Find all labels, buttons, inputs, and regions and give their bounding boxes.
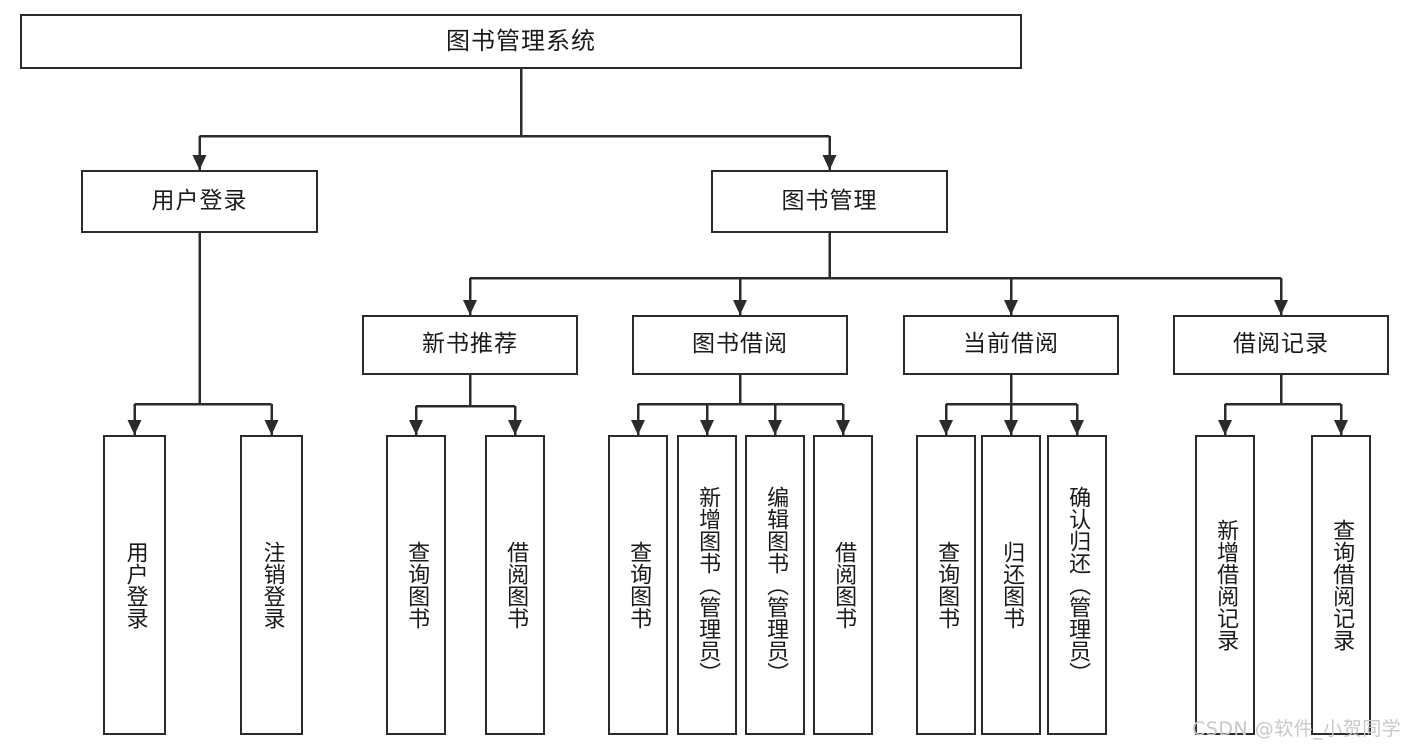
node-leaf-query-book-recommend[interactable]: 查询图书 (386, 435, 446, 735)
node-label: 借阅记录 (1233, 331, 1329, 358)
node-label: 查询图书 (404, 541, 430, 629)
arrowhead (836, 420, 850, 435)
node-label: 用户登录 (122, 541, 148, 629)
arrowhead (1274, 300, 1288, 315)
node-label: 用户登录 (151, 187, 248, 214)
node-label: 当前借阅 (963, 331, 1059, 358)
node-label: 编辑图书（管理员） (763, 486, 789, 684)
node-label: 新增借阅记录 (1213, 519, 1239, 651)
node-new-book-recommend[interactable]: 新书推荐 (362, 315, 578, 375)
node-leaf-borrow-book-recommend[interactable]: 借阅图书 (485, 435, 545, 735)
arrowhead (939, 420, 953, 435)
arrowhead (822, 155, 837, 170)
arrowhead (700, 420, 714, 435)
node-leaf-user-login[interactable]: 用户登录 (103, 435, 166, 735)
arrowhead (192, 155, 207, 170)
node-label: 查询借阅记录 (1329, 519, 1355, 651)
arrowhead (1004, 300, 1018, 315)
arrowhead (264, 420, 279, 435)
arrowhead (1070, 420, 1084, 435)
node-label: 查询图书 (626, 541, 652, 629)
node-borrow-record[interactable]: 借阅记录 (1173, 315, 1389, 375)
node-leaf-query-book-current[interactable]: 查询图书 (916, 435, 976, 735)
node-label: 归还图书 (999, 541, 1025, 629)
node-leaf-query-borrow-record[interactable]: 查询借阅记录 (1311, 435, 1371, 735)
node-label: 图书借阅 (692, 331, 788, 358)
node-label: 查询图书 (934, 541, 960, 629)
node-leaf-query-book-borrow[interactable]: 查询图书 (608, 435, 668, 735)
arrowhead (631, 420, 645, 435)
arrowhead (508, 420, 522, 435)
arrowhead (733, 300, 747, 315)
arrowhead (768, 420, 782, 435)
node-root[interactable]: 图书管理系统 (20, 14, 1022, 69)
node-current-borrow[interactable]: 当前借阅 (903, 315, 1119, 375)
node-label: 图书管理系统 (446, 27, 596, 56)
arrowhead (463, 300, 477, 315)
node-label: 借阅图书 (831, 541, 857, 629)
arrowhead (127, 420, 142, 435)
node-leaf-add-borrow-record[interactable]: 新增借阅记录 (1195, 435, 1255, 735)
arrowhead (1004, 420, 1018, 435)
node-label: 图书管理 (781, 187, 878, 214)
node-leaf-confirm-return[interactable]: 确认归还（管理员） (1047, 435, 1107, 735)
node-user-login[interactable]: 用户登录 (81, 170, 318, 233)
node-leaf-borrow-book[interactable]: 借阅图书 (813, 435, 873, 735)
node-label: 新书推荐 (422, 331, 518, 358)
node-leaf-return-book[interactable]: 归还图书 (981, 435, 1041, 735)
arrowhead (1218, 420, 1232, 435)
node-label: 新增图书（管理员） (695, 486, 721, 684)
arrowhead (409, 420, 423, 435)
node-leaf-edit-book[interactable]: 编辑图书（管理员） (745, 435, 805, 735)
node-label: 确认归还（管理员） (1065, 486, 1091, 684)
node-label: 注销登录 (259, 541, 285, 629)
node-book-management[interactable]: 图书管理 (711, 170, 948, 233)
node-leaf-logout[interactable]: 注销登录 (240, 435, 303, 735)
node-leaf-add-book[interactable]: 新增图书（管理员） (677, 435, 737, 735)
node-book-borrow[interactable]: 图书借阅 (632, 315, 848, 375)
node-label: 借阅图书 (503, 541, 529, 629)
arrowhead (1334, 420, 1348, 435)
